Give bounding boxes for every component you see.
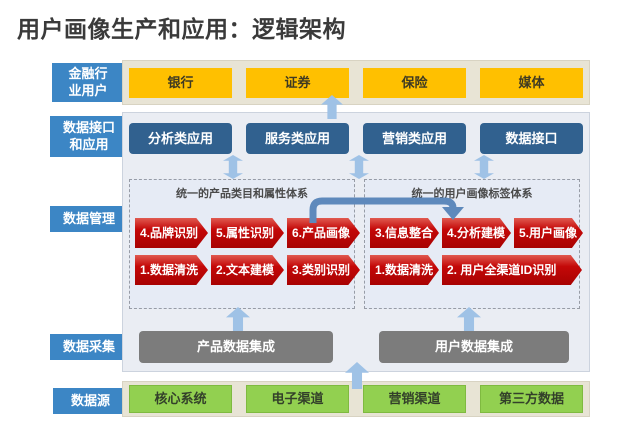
industry-users-row: 银行 证券 保险 媒体 bbox=[122, 60, 590, 105]
double-arrow-icon bbox=[349, 155, 369, 179]
app-box-marketing: 营销类应用 bbox=[363, 123, 466, 154]
product-system-title: 统一的产品类目和属性体系 bbox=[176, 188, 308, 200]
step-data-cleaning: 1.数据清洗 bbox=[135, 255, 208, 285]
product-system-panel: 统一的产品类目和属性体系 4.品牌识别 5.属性识别 6.产品画像 1.数据清洗… bbox=[129, 179, 360, 309]
industry-box-media: 媒体 bbox=[480, 67, 583, 98]
step-info-integration: 3.信息整合 bbox=[370, 218, 439, 248]
user-steps-top: 3.信息整合 4.分析建模 5.用户画像 bbox=[370, 218, 586, 248]
user-steps-bottom: 1.数据清洗 2. 用户全渠道ID识别 bbox=[370, 255, 585, 285]
double-arrow-icon bbox=[474, 155, 494, 179]
step-category-recognition: 3.类别识别 bbox=[287, 255, 360, 285]
layer-label-industry-users: 金融行 业用户 bbox=[52, 63, 124, 102]
app-box-data-interface: 数据接口 bbox=[480, 123, 583, 154]
source-box-third-party: 第三方数据 bbox=[480, 385, 583, 413]
app-box-analysis: 分析类应用 bbox=[129, 123, 232, 154]
step-omnichannel-id-recognition: 2. 用户全渠道ID识别 bbox=[442, 255, 582, 285]
industry-box-securities: 证券 bbox=[246, 67, 349, 98]
product-steps-top: 4.品牌识别 5.属性识别 6.产品画像 bbox=[135, 218, 363, 248]
layer-label-data-source: 数据源 bbox=[53, 388, 128, 414]
app-box-service: 服务类应用 bbox=[246, 123, 349, 154]
step-text-modeling: 2.文本建模 bbox=[211, 255, 284, 285]
middle-platform-panel: 分析类应用 服务类应用 营销类应用 数据接口 统一的产品类目和属性体系 4.品牌… bbox=[122, 112, 590, 372]
layer-label-data-collection: 数据采集 bbox=[50, 334, 128, 360]
user-system-panel: 统一的用户画像标签体系 3.信息整合 4.分析建模 5.用户画像 1.数据清洗 … bbox=[364, 179, 583, 309]
industry-box-insurance: 保险 bbox=[363, 67, 466, 98]
up-arrow-user-integration-icon bbox=[457, 307, 481, 333]
step-user-portrait: 5.用户画像 bbox=[514, 218, 583, 248]
user-system-title: 统一的用户画像标签体系 bbox=[411, 188, 533, 200]
source-box-core-system: 核心系统 bbox=[129, 385, 232, 413]
product-data-integration-box: 产品数据集成 bbox=[139, 331, 333, 363]
step-product-portrait: 6.产品画像 bbox=[287, 218, 360, 248]
industry-box-bank: 银行 bbox=[129, 67, 232, 98]
layer-label-data-management: 数据管理 bbox=[50, 206, 128, 232]
layer-label-data-interface-apps: 数据接口 和应用 bbox=[50, 116, 128, 157]
step-attribute-recognition: 5.属性识别 bbox=[211, 218, 284, 248]
double-arrow-icon bbox=[223, 155, 243, 179]
step-analysis-modeling: 4.分析建模 bbox=[442, 218, 511, 248]
apps-row: 分析类应用 服务类应用 营销类应用 数据接口 bbox=[129, 123, 583, 154]
step-user-data-cleaning: 1.数据清洗 bbox=[370, 255, 439, 285]
data-source-row: 核心系统 电子渠道 营销渠道 第三方数据 bbox=[122, 381, 590, 417]
step-brand-recognition: 4.品牌识别 bbox=[135, 218, 208, 248]
up-arrow-product-integration-icon bbox=[226, 307, 250, 333]
source-box-e-channel: 电子渠道 bbox=[246, 385, 349, 413]
page-title: 用户画像生产和应用：逻辑架构 bbox=[17, 16, 346, 42]
source-box-marketing-channel: 营销渠道 bbox=[363, 385, 466, 413]
user-data-integration-box: 用户数据集成 bbox=[379, 331, 569, 363]
product-steps-bottom: 1.数据清洗 2.文本建模 3.类别识别 bbox=[135, 255, 363, 285]
